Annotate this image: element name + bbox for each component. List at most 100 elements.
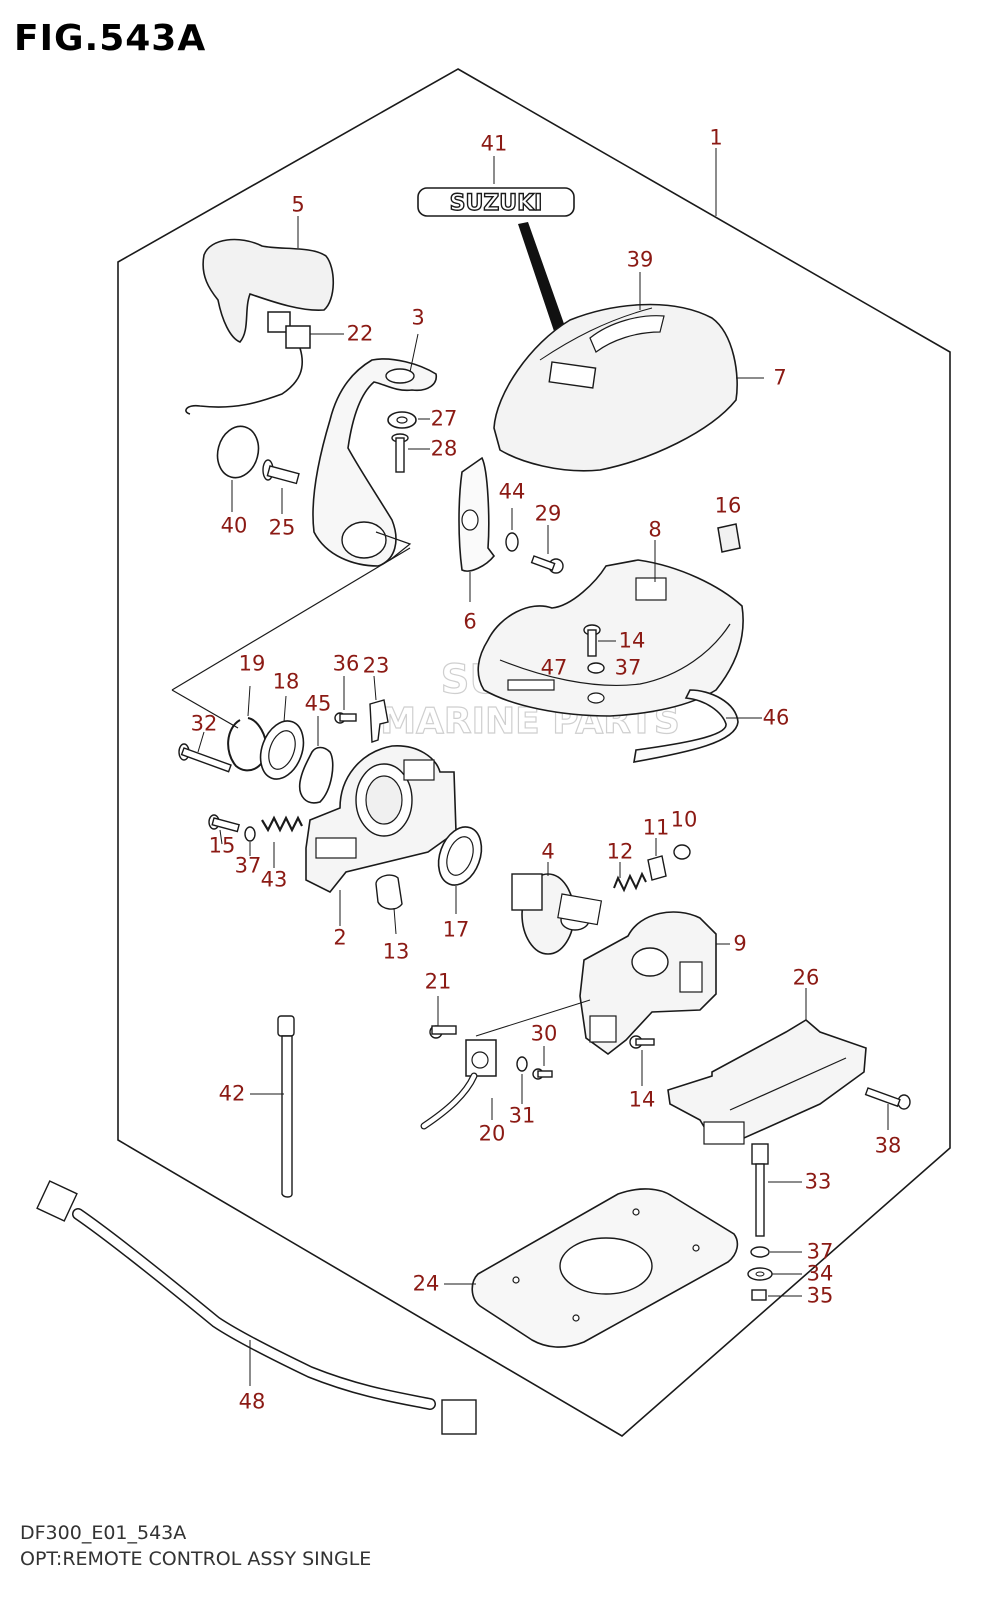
callout-13[interactable]: 13 [382, 939, 410, 964]
wire-harness-48 [36, 1180, 477, 1435]
washer-37-upper [587, 662, 605, 674]
callout-17[interactable]: 17 [442, 917, 470, 942]
callout-30[interactable]: 30 [530, 1021, 558, 1046]
clamp-23 [369, 699, 389, 743]
cable-tie-42 [277, 1015, 295, 1198]
callout-11[interactable]: 11 [642, 815, 670, 840]
callout-25[interactable]: 25 [268, 515, 296, 540]
callout-43[interactable]: 43 [260, 867, 288, 892]
callout-9[interactable]: 9 [733, 931, 747, 956]
callout-37-lower[interactable]: 37 [806, 1239, 834, 1264]
washer-34 [747, 1267, 773, 1281]
main-bracket [305, 745, 457, 894]
figure-code: DF300_E01_543A [20, 1522, 187, 1544]
bolt-38 [864, 1087, 911, 1110]
washer-44 [505, 532, 519, 552]
lock-washer-27 [387, 411, 417, 429]
clip-21 [429, 1025, 457, 1039]
callout-14-upper[interactable]: 14 [618, 628, 646, 653]
detent-block-11 [647, 855, 667, 881]
callout-45[interactable]: 45 [304, 691, 332, 716]
cap-16 [717, 523, 741, 553]
callout-47[interactable]: 47 [540, 655, 568, 680]
spring-43 [261, 815, 303, 833]
spring-12 [613, 871, 647, 893]
callout-1[interactable]: 1 [709, 125, 723, 150]
handle-grip [202, 238, 335, 343]
callout-5[interactable]: 5 [291, 192, 305, 217]
callout-32[interactable]: 32 [190, 711, 218, 736]
seal-ring-17 [437, 826, 483, 886]
washer-37-left [244, 826, 256, 842]
callout-6[interactable]: 6 [463, 609, 477, 634]
callout-37-upper[interactable]: 37 [614, 655, 642, 680]
base-plate-9 [579, 911, 717, 1056]
nut-35 [751, 1289, 767, 1301]
callout-38[interactable]: 38 [874, 1133, 902, 1158]
callout-48[interactable]: 48 [238, 1389, 266, 1414]
control-housing [477, 559, 744, 717]
callout-19[interactable]: 19 [238, 651, 266, 676]
callout-41[interactable]: 41 [480, 131, 508, 156]
callout-8[interactable]: 8 [648, 517, 662, 542]
emblem-text: SUZUKI [450, 191, 543, 216]
mounting-bracket-26 [667, 1019, 867, 1145]
callout-18[interactable]: 18 [272, 669, 300, 694]
screw-29 [530, 555, 564, 574]
callout-31[interactable]: 31 [508, 1103, 536, 1128]
screw-14-lower [629, 1035, 655, 1049]
callout-26[interactable]: 26 [792, 965, 820, 990]
callout-14-lower[interactable]: 14 [628, 1087, 656, 1112]
callout-33[interactable]: 33 [804, 1169, 832, 1194]
callout-29[interactable]: 29 [534, 501, 562, 526]
callout-39[interactable]: 39 [626, 247, 654, 272]
suzuki-emblem: SUZUKI [417, 187, 575, 355]
gasket-24 [471, 1188, 739, 1348]
handle-pin [262, 459, 300, 485]
callout-36[interactable]: 36 [332, 651, 360, 676]
screw-36 [334, 712, 357, 724]
washer-37-lower [750, 1246, 770, 1258]
callout-27[interactable]: 27 [430, 406, 458, 431]
callout-15[interactable]: 15 [208, 833, 236, 858]
callout-37-left[interactable]: 37 [234, 853, 262, 878]
screw-14-upper [583, 624, 601, 657]
callout-23[interactable]: 23 [362, 653, 390, 678]
cap-plug [216, 425, 260, 479]
callout-21[interactable]: 21 [424, 969, 452, 994]
callout-20[interactable]: 20 [478, 1121, 506, 1146]
bolt-32 [178, 743, 232, 773]
callout-22[interactable]: 22 [346, 321, 374, 346]
callout-28[interactable]: 28 [430, 436, 458, 461]
detent-13 [375, 874, 403, 910]
washer-31 [516, 1056, 528, 1072]
callout-42[interactable]: 42 [218, 1081, 246, 1106]
callout-4[interactable]: 4 [541, 839, 555, 864]
callout-46[interactable]: 46 [762, 705, 790, 730]
callout-44[interactable]: 44 [498, 479, 526, 504]
callout-7[interactable]: 7 [773, 365, 787, 390]
seal-strip [633, 689, 739, 763]
bolt-33 [751, 1143, 769, 1237]
trim-switch-connector [185, 311, 344, 415]
callout-16[interactable]: 16 [714, 493, 742, 518]
callout-3[interactable]: 3 [411, 305, 425, 330]
control-lever-arm [312, 358, 437, 567]
callout-40[interactable]: 40 [220, 513, 248, 538]
callout-12[interactable]: 12 [606, 839, 634, 864]
neutral-switch-20 [420, 999, 591, 1130]
callout-10[interactable]: 10 [670, 807, 698, 832]
figure-title: FIG.543A [14, 18, 207, 59]
assembly-boundary [117, 68, 951, 1437]
friction-piece [298, 746, 334, 804]
callout-35[interactable]: 35 [806, 1283, 834, 1308]
callout-34[interactable]: 34 [806, 1261, 834, 1286]
figure-caption: OPT:REMOTE CONTROL ASSY SINGLE [20, 1548, 372, 1570]
bracket-plate-6 [458, 456, 496, 572]
control-cover [493, 303, 738, 472]
callout-24[interactable]: 24 [412, 1271, 440, 1296]
gear-shaft-4 [511, 873, 603, 955]
callout-2[interactable]: 2 [333, 925, 347, 950]
ring-18 [259, 720, 305, 780]
